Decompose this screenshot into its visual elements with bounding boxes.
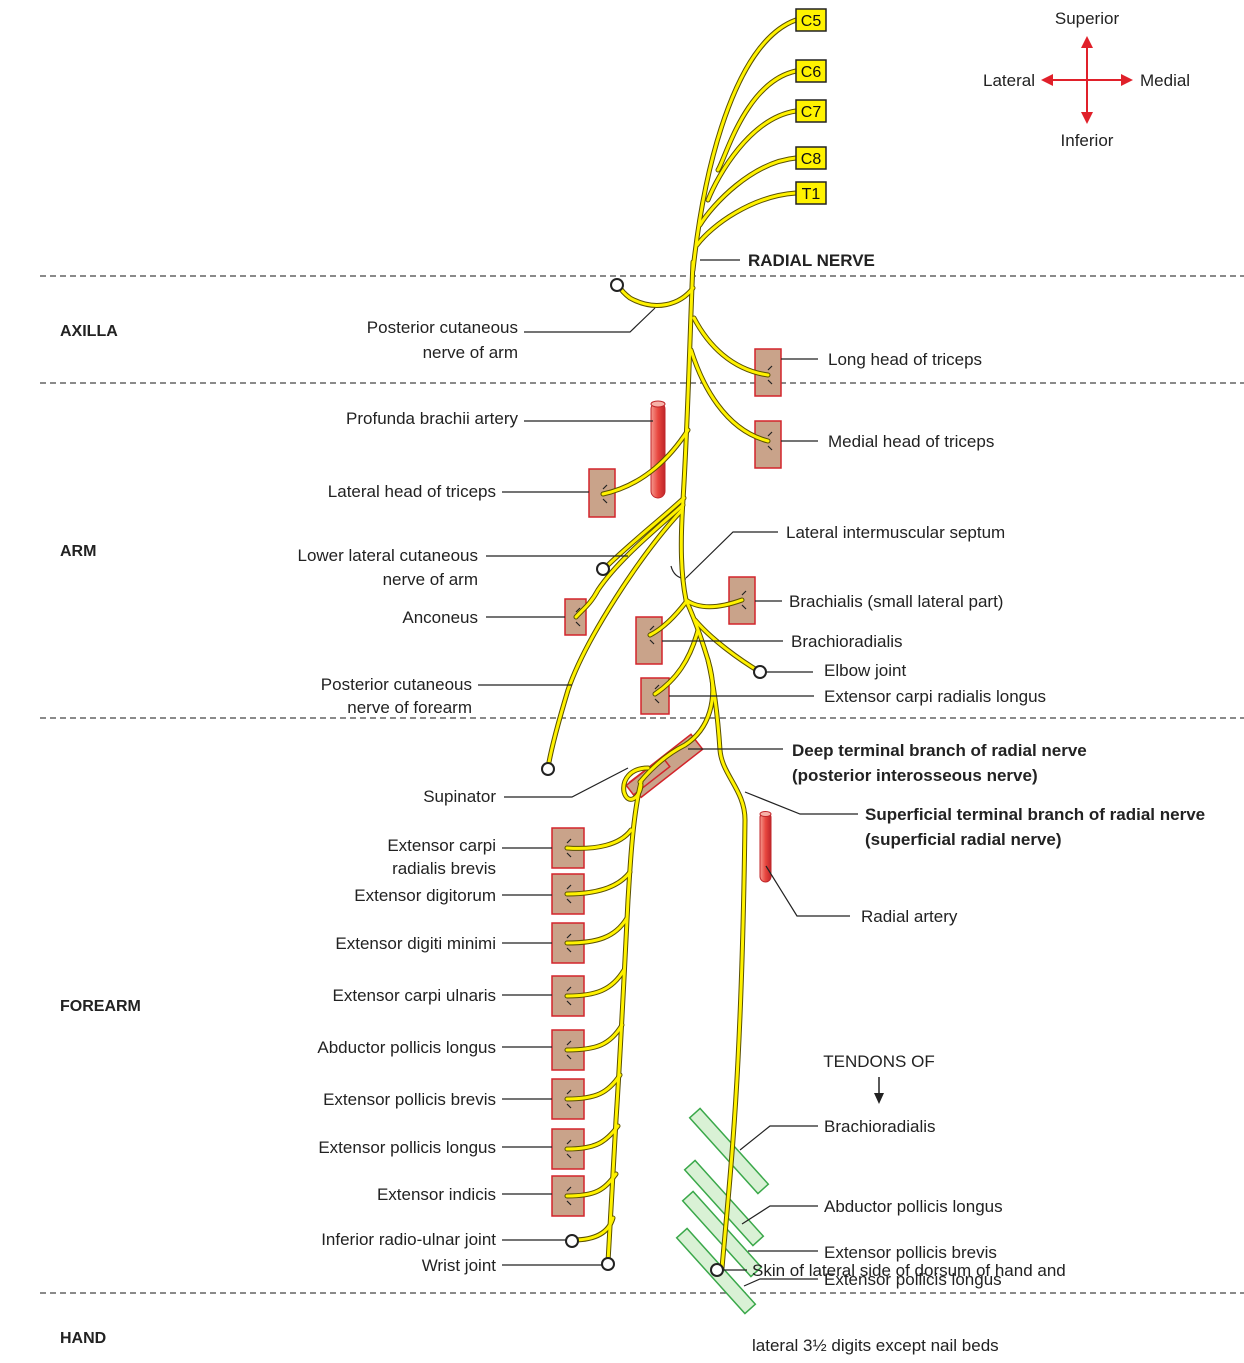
label-anconeus: Anconeus	[402, 608, 478, 627]
label-apl: Abductor pollicis longus	[317, 1038, 496, 1057]
muscle-brachioradialis	[636, 617, 662, 664]
label-epl: Extensor pollicis longus	[318, 1138, 496, 1157]
label-long-head: Long head of triceps	[828, 350, 982, 369]
label-post-cut-forearm-1: Posterior cutaneous	[321, 675, 472, 694]
label-skin-2: lateral 3½ digits except nail beds	[752, 1336, 999, 1355]
label-supinator: Supinator	[423, 787, 496, 806]
label-inf-radioulnar: Inferior radio-ulnar joint	[321, 1230, 496, 1249]
nerve-outline-6	[619, 286, 693, 305]
label-brachialis: Brachialis (small lateral part)	[789, 592, 1003, 611]
muscles	[552, 349, 781, 1216]
arrow-right-icon	[1121, 74, 1133, 86]
nerve-outline-1	[718, 71, 796, 170]
orientation-medial: Medial	[1140, 71, 1190, 90]
label-tendon-apl: Abductor pollicis longus	[824, 1197, 1003, 1216]
arrow-left-icon	[1041, 74, 1053, 86]
orientation-superior: Superior	[1055, 9, 1120, 28]
region-axilla: AXILLA	[60, 323, 118, 340]
nerve-branch-20	[608, 782, 641, 1262]
orientation-compass: Superior Inferior Lateral Medial	[983, 9, 1190, 150]
label-elbow-joint: Elbow joint	[824, 661, 906, 680]
ending-wrist-joint	[602, 1258, 614, 1270]
label-ecrb-2: radialis brevis	[392, 859, 496, 878]
label-tendon-epb: Extensor pollicis brevis	[824, 1243, 997, 1262]
labels: RADIAL NERVE Posterior cutaneous nerve o…	[297, 251, 1205, 1355]
root-c7: C7	[801, 104, 822, 121]
nerve-outline-4	[697, 193, 796, 245]
region-forearm: FOREARM	[60, 998, 141, 1015]
label-superficial-branch-2: (superficial radial nerve)	[865, 830, 1062, 849]
ending-lower-lat-cut	[597, 563, 609, 575]
spinal-roots: C5 C6 C7 C8 T1	[796, 9, 826, 204]
label-ecrb-1: Extensor carpi	[387, 836, 496, 855]
region-hand: HAND	[60, 1330, 106, 1347]
label-deep-branch-1: Deep terminal branch of radial nerve	[792, 741, 1087, 760]
root-t1: T1	[802, 186, 821, 203]
label-brachioradialis: Brachioradialis	[791, 632, 903, 651]
orientation-lateral: Lateral	[983, 71, 1035, 90]
label-wrist-joint: Wrist joint	[422, 1256, 497, 1275]
ending-inf-radioulnar	[566, 1235, 578, 1247]
label-ecrl: Extensor carpi radialis longus	[824, 687, 1046, 706]
label-radial-artery: Radial artery	[861, 907, 958, 926]
label-post-cut-forearm-2: nerve of forearm	[347, 698, 472, 717]
label-post-cut-arm-2: nerve of arm	[423, 343, 518, 362]
label-deep-branch-2: (posterior interosseous nerve)	[792, 766, 1038, 785]
label-skin-1: Skin of lateral side of dorsum of hand a…	[752, 1261, 1066, 1280]
ending-elbow-joint	[754, 666, 766, 678]
nerve-outline-3	[700, 158, 796, 225]
ending-skin-hand	[711, 1264, 723, 1276]
root-c8: C8	[801, 151, 822, 168]
label-ext-digiti-minimi: Extensor digiti minimi	[335, 934, 496, 953]
nerve-branch-1	[718, 71, 796, 170]
muscle-medial-head-triceps	[755, 421, 781, 468]
label-tendons-of: TENDONS OF	[823, 1052, 934, 1071]
label-epb: Extensor pollicis brevis	[323, 1090, 496, 1109]
nerve-outlines	[548, 20, 796, 1268]
ending-post-cut-forearm	[542, 763, 554, 775]
label-medial-head: Medial head of triceps	[828, 432, 994, 451]
label-lat-intermusc: Lateral intermuscular septum	[786, 523, 1005, 542]
nerve-branch-4	[697, 193, 796, 245]
nerve-branch-3	[700, 158, 796, 225]
label-lower-lat-cut-1: Lower lateral cutaneous	[297, 546, 478, 565]
profunda-brachii-artery	[651, 402, 665, 498]
orientation-inferior: Inferior	[1061, 131, 1114, 150]
arrow-up-icon	[1081, 36, 1093, 48]
label-ecu: Extensor carpi ulnaris	[333, 986, 496, 1005]
region-arm: ARM	[60, 543, 96, 560]
label-tendon-brachioradialis: Brachioradialis	[824, 1117, 936, 1136]
label-post-cut-arm-1: Posterior cutaneous	[367, 318, 518, 337]
label-ext-digitorum: Extensor digitorum	[354, 886, 496, 905]
tendons	[677, 1108, 769, 1313]
root-c5: C5	[801, 13, 822, 30]
label-lateral-head: Lateral head of triceps	[328, 482, 496, 501]
label-profunda: Profunda brachii artery	[346, 409, 518, 428]
nerve-outline-21	[708, 660, 745, 1268]
root-c6: C6	[801, 64, 822, 81]
label-radial-nerve: RADIAL NERVE	[748, 251, 875, 270]
label-ext-indicis: Extensor indicis	[377, 1185, 496, 1204]
radial-nerve-tree	[548, 20, 796, 1268]
label-superficial-branch-1: Superficial terminal branch of radial ne…	[865, 805, 1205, 824]
ending-post-cut-arm	[611, 279, 623, 291]
arrow-down-icon	[1081, 112, 1093, 124]
label-lower-lat-cut-2: nerve of arm	[383, 570, 478, 589]
arrow-down-tendons-icon	[874, 1093, 884, 1104]
